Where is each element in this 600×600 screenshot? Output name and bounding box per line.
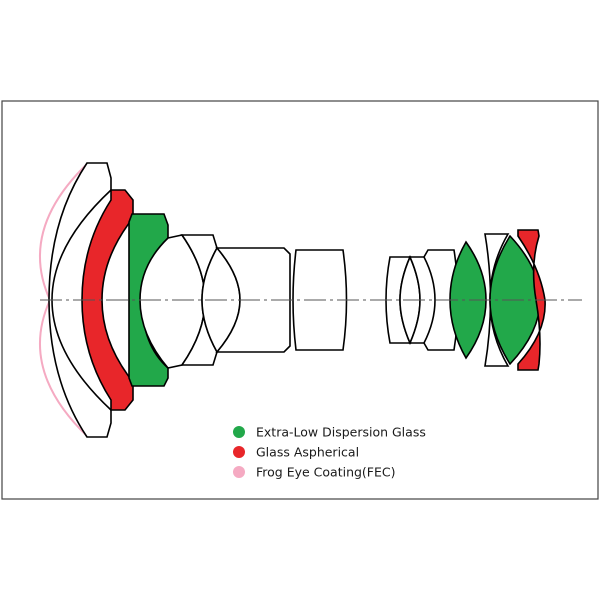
legend-swatch-aspherical [233, 446, 245, 458]
legend-swatch-fec [233, 466, 245, 478]
legend-item-aspherical: Glass Aspherical [233, 445, 359, 460]
lens-element-16-aspherical [517, 229, 546, 371]
lens-element-13-ed [449, 240, 487, 360]
legend-label-fec: Frog Eye Coating(FEC) [256, 465, 396, 480]
lens-element-1 [48, 162, 112, 438]
legend-swatch-ed-glass [233, 426, 245, 438]
lens-element-2-aspherical [81, 189, 134, 411]
legend-label-ed-glass: Extra-Low Dispersion Glass [256, 425, 426, 440]
legend: Extra-Low Dispersion Glass Glass Aspheri… [233, 425, 426, 480]
legend-item-fec: Frog Eye Coating(FEC) [233, 465, 396, 480]
legend-label-aspherical: Glass Aspherical [256, 445, 359, 460]
legend-item-ed-glass: Extra-Low Dispersion Glass [233, 425, 426, 440]
